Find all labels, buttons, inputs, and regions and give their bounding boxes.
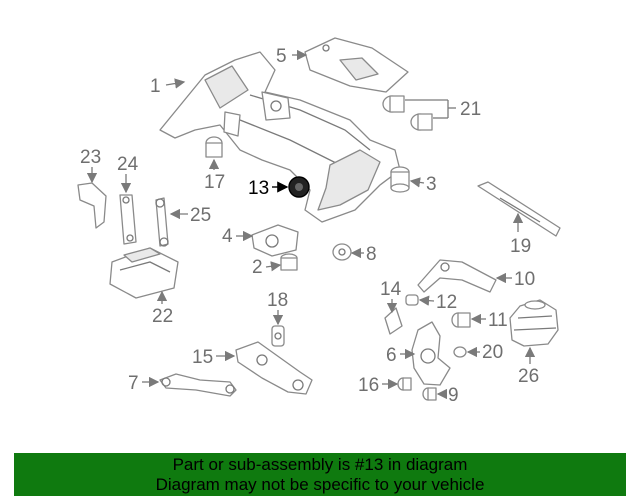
part-4-mount[interactable]	[251, 224, 299, 257]
label-5: 5	[276, 46, 287, 67]
label-19: 19	[510, 236, 531, 257]
label-7: 7	[128, 373, 139, 394]
part-15-trailing-arm[interactable]	[235, 341, 313, 395]
label-4: 4	[222, 226, 233, 247]
part-18-bushing[interactable]	[271, 325, 285, 347]
label-12: 12	[436, 292, 457, 313]
part-16-bushing[interactable]	[397, 377, 412, 391]
label-25: 25	[190, 205, 211, 226]
label-15: 15	[192, 347, 213, 368]
part-7-link[interactable]	[159, 373, 237, 397]
part-10-control-arm[interactable]	[417, 259, 497, 293]
part-17-bushing[interactable]	[205, 136, 223, 158]
label-2: 2	[252, 257, 263, 278]
label-14: 14	[380, 279, 402, 300]
footer-line-1: Part or sub-assembly is #13 in diagram	[172, 455, 468, 474]
label-18: 18	[267, 290, 288, 311]
label-24: 24	[117, 154, 139, 175]
footer-line-2: Diagram may not be specific to your vehi…	[155, 475, 485, 494]
part-12-bushing[interactable]	[405, 294, 419, 306]
label-17: 17	[204, 172, 225, 193]
part-24-link[interactable]	[119, 194, 137, 245]
label-23: 23	[80, 147, 101, 168]
part-9-bushing[interactable]	[422, 387, 437, 401]
label-20: 20	[482, 342, 503, 363]
label-10: 10	[514, 269, 535, 290]
part-2-bushing[interactable]	[280, 253, 298, 271]
label-21: 21	[460, 99, 481, 120]
label-3: 3	[426, 174, 437, 195]
part-22-module[interactable]	[109, 247, 179, 299]
label-11: 11	[488, 310, 508, 331]
part-26-boot[interactable]	[509, 299, 559, 347]
label-6: 6	[386, 345, 397, 366]
label-26: 26	[518, 366, 539, 387]
part-13-bushing[interactable]	[288, 176, 310, 198]
part-3-mount[interactable]	[390, 166, 410, 193]
rear-suspension-parts-diagram: 5 1 21 17 3 13	[77, 37, 561, 406]
part-21-bushings[interactable]	[382, 95, 433, 131]
part-6-knuckle[interactable]	[411, 321, 451, 386]
label-13: 13	[248, 178, 269, 199]
label-22: 22	[152, 306, 173, 327]
part-5-plate[interactable]	[304, 37, 409, 93]
label-9: 9	[448, 385, 459, 406]
part-1-subframe[interactable]	[159, 51, 401, 223]
part-25-rod[interactable]	[155, 197, 169, 247]
part-14-plate[interactable]	[384, 307, 403, 335]
part-23-bracket[interactable]	[77, 182, 107, 229]
part-19-bar[interactable]	[477, 181, 561, 237]
footer-banner: Part or sub-assembly is #13 in diagram D…	[14, 453, 626, 496]
label-1: 1	[150, 76, 161, 97]
part-8-bushing[interactable]	[332, 243, 352, 261]
part-11-bushing[interactable]	[451, 312, 471, 328]
label-8: 8	[366, 244, 377, 265]
label-16: 16	[358, 375, 379, 396]
part-20-bushing[interactable]	[453, 346, 467, 358]
